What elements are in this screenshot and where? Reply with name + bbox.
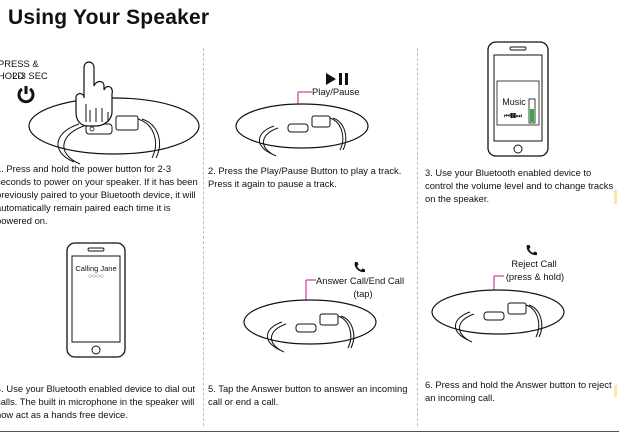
bottom-rule: [0, 431, 619, 432]
page-title: Using Your Speaker: [8, 6, 210, 29]
play-pause-label: Play/Pause: [312, 86, 360, 97]
phone-music-icon: [487, 41, 549, 157]
phone-handset-icon: [526, 245, 537, 256]
step-5-text: 5. Tap the Answer button to answer an in…: [208, 383, 408, 407]
edge-mark: [614, 190, 617, 204]
music-screen-text: Music: [502, 97, 526, 107]
step-2-text: 2. Press the Play/Pause Button to play a…: [208, 165, 402, 189]
press-hold-duration-label: 2-3 SEC: [12, 70, 48, 81]
press-hold-label: PRESS & HOLD: [0, 58, 39, 81]
column-divider: [417, 48, 418, 234]
reject-call-label: Reject Call: [511, 258, 557, 269]
answer-call-tap-label: (tap): [353, 288, 373, 299]
step-6-text: 6. Press and hold the Answer button to r…: [425, 379, 612, 403]
power-icon: [17, 86, 35, 104]
column-divider: [203, 48, 204, 234]
speaker-illustration: [243, 279, 377, 353]
calling-screen-text: Calling Jane: [75, 264, 117, 273]
column-divider: [203, 236, 204, 426]
finger-press-icon: [75, 61, 113, 127]
step-4-text: 4. Use your Bluetooth enabled device to …: [0, 383, 196, 420]
speaker-illustration: [28, 97, 200, 165]
music-screen-controls: ⏮❚❚⏭: [503, 113, 523, 120]
step-1-text: 1. Press and hold the power button for 2…: [0, 163, 198, 226]
speaker-illustration: [431, 275, 565, 343]
step-3-text: 3. Use your Bluetooth enabled device to …: [425, 167, 614, 204]
column-divider: [417, 236, 418, 426]
phone-calling-icon: [66, 242, 126, 358]
reject-call-hold-label: (press & hold): [505, 271, 565, 282]
play-pause-icon: [326, 73, 348, 85]
edge-mark: [614, 385, 617, 397]
calling-screen-dots: ○○○○: [88, 273, 104, 280]
speaker-illustration: [235, 91, 369, 157]
phone-handset-icon: [354, 262, 365, 273]
answer-call-label: Answer Call/End Call: [316, 275, 405, 286]
